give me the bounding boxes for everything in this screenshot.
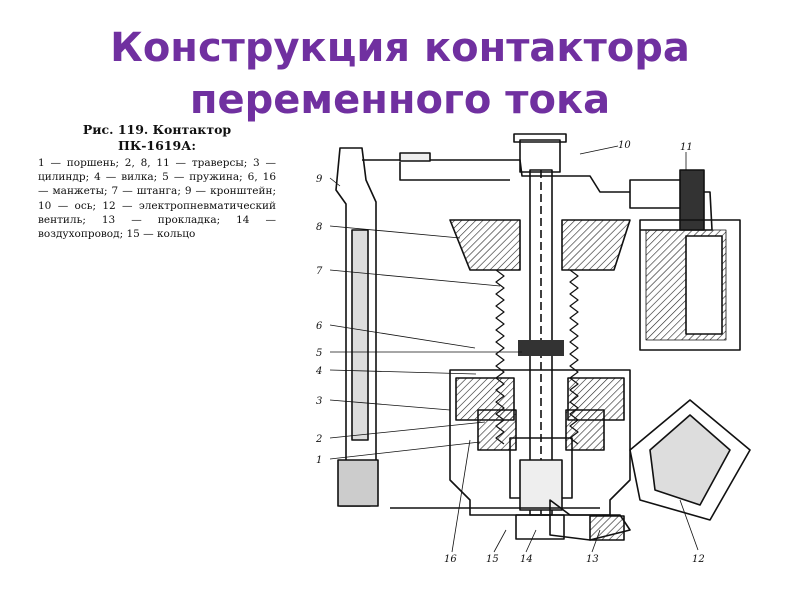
callout-6: 6 [316,321,323,332]
callout-12: 12 [692,554,705,565]
callout-2: 2 [315,434,322,445]
callout-9: 9 [316,174,323,185]
rod-part [513,133,567,516]
callout-15: 15 [486,554,499,565]
callout-8: 8 [316,222,322,233]
traverse-11-part [629,169,741,351]
callout-14: 14 [520,554,533,565]
air-duct-part [515,499,631,541]
traverse-8-part [449,219,631,271]
caption-heading-line-1: Рис. 119. Контактор [82,122,232,137]
title-line-2: переменного тока [189,77,611,123]
callout-10: 10 [618,140,631,151]
title-line-1: Конструкция контактора [110,25,690,71]
callout-3: 3 [316,396,322,407]
caption-heading-line-2: ПК-1619А: [118,138,196,153]
callout-11: 11 [680,142,693,153]
leader-lines [329,145,699,553]
callout-4: 4 [315,366,322,377]
contactor-drawing: 1 2 3 4 5 6 7 8 9 10 11 12 13 14 15 16 [315,133,751,565]
caption-heading: Рис. 119. Контактор ПК-1619А: [38,122,276,154]
bracket-part [335,147,379,507]
callout-13: 13 [586,554,599,565]
slide-title: Конструкция контактора переменного тока [0,22,800,126]
valve-part [629,399,751,521]
callout-1: 1 [316,455,322,466]
callout-7: 7 [316,266,323,277]
cylinder-part [449,369,631,516]
caption-legend: 1 — поршень; 2, 8, 11 — траверсы; 3 — ци… [38,157,276,241]
figure-caption: Рис. 119. Контактор ПК-1619А: 1 — поршен… [38,122,276,241]
callout-16: 16 [444,554,457,565]
callout-5: 5 [316,348,322,359]
piston-part [509,340,573,511]
